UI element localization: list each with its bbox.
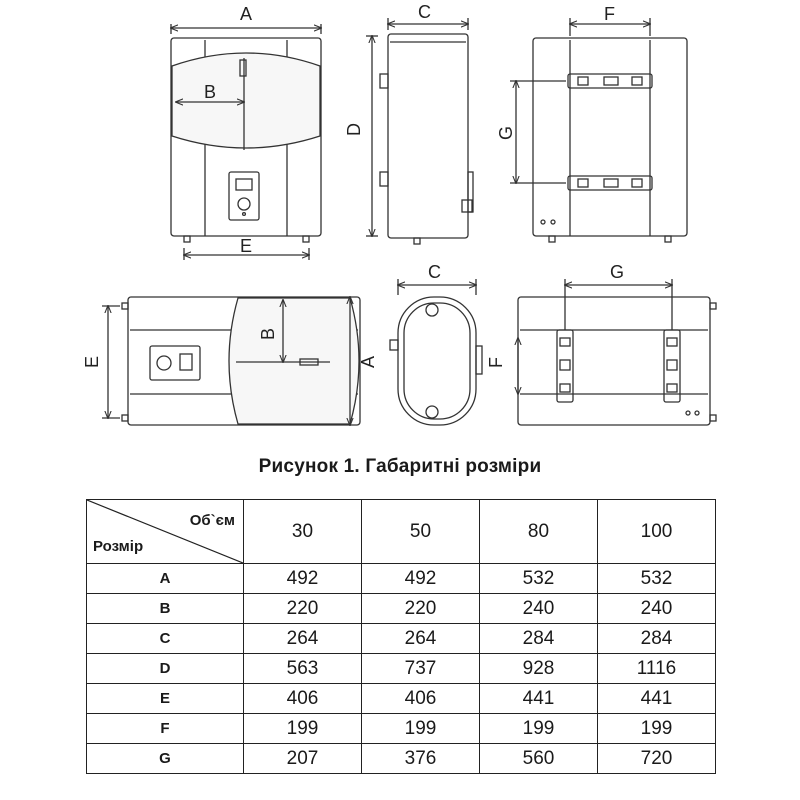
row-label: A [86,563,244,594]
table-cell: 284 [479,623,598,654]
corner-size-label: Розмір [93,538,144,555]
corner-volume-label: Об`єм [189,512,235,529]
volume-header: 30 [243,499,362,564]
horiz-dim-b-label: B [258,328,278,340]
front-dim-b-label: B [204,82,216,102]
table-cell: 220 [361,593,480,624]
table-cell: 199 [479,713,598,744]
table-row: G 207 376 560 720 [86,743,716,774]
horiz-dim-a-label: A [358,356,378,368]
front-view [171,24,321,260]
table-cell: 199 [243,713,362,744]
table-row: F 199 199 199 199 [86,713,716,744]
row-label: B [86,593,244,624]
table-cell: 441 [479,683,598,714]
horizontal-front-view [102,297,361,425]
table-cell: 492 [243,563,362,594]
table-row: D 563 737 928 1116 [86,653,716,684]
table-corner-cell: Об`єм Розмір [86,499,244,564]
horizontal-back-view [518,279,717,426]
row-label: E [86,683,244,714]
figure-caption: Рисунок 1. Габаритні розміри [258,456,542,477]
table-cell: 406 [243,683,362,714]
table-row: A 492 492 532 532 [86,563,716,594]
table-cell: 441 [597,683,716,714]
row-label: G [86,743,244,774]
table-cell: 284 [597,623,716,654]
table-cell: 240 [479,593,598,624]
table-cell: 199 [597,713,716,744]
volume-header: 50 [361,499,480,564]
table-cell: 376 [361,743,480,774]
table-row: C 264 264 284 284 [86,623,716,654]
front-dim-a-label: A [240,4,252,24]
table-cell: 1116 [597,653,716,684]
dimension-drawings: A B E C D F G E B A C G F [82,2,717,450]
table-header-row: Об`єм Розмір 30 50 80 100 [86,499,716,564]
table-cell: 264 [243,623,362,654]
side-dim-d-label: D [344,123,364,136]
table-row: E 406 406 441 441 [86,683,716,714]
front-dim-e-label: E [240,236,252,256]
horiz-dim-g-label: G [610,262,624,282]
table-cell: 560 [479,743,598,774]
table-cell: 720 [597,743,716,774]
volume-header: 80 [479,499,598,564]
row-label: F [86,713,244,744]
horiz-dim-c-label: C [428,262,441,282]
table-row: B 220 220 240 240 [86,593,716,624]
table-cell: 492 [361,563,480,594]
side-dim-c-label: C [418,2,431,22]
row-label: C [86,623,244,654]
horizontal-end-view [389,279,483,426]
table-cell: 532 [597,563,716,594]
table-cell: 207 [243,743,362,774]
volume-header: 100 [597,499,716,564]
table-cell: 737 [361,653,480,684]
corner-diagonal [87,500,243,563]
back-view [510,18,688,243]
table-cell: 928 [479,653,598,684]
table-cell: 240 [597,593,716,624]
back-dim-g-label: G [496,126,516,140]
dimensions-table: Об`єм Розмір 30 50 80 100 A 492 492 532 … [86,499,716,774]
table-cell: 563 [243,653,362,684]
row-label: D [86,653,244,684]
table-cell: 264 [361,623,480,654]
horiz-dim-e-label: E [82,356,102,368]
side-view [366,18,474,245]
table-cell: 406 [361,683,480,714]
table-cell: 220 [243,593,362,624]
horiz-dim-f-label: F [486,357,506,368]
table-cell: 199 [361,713,480,744]
back-dim-f-label: F [604,4,615,24]
table-cell: 532 [479,563,598,594]
